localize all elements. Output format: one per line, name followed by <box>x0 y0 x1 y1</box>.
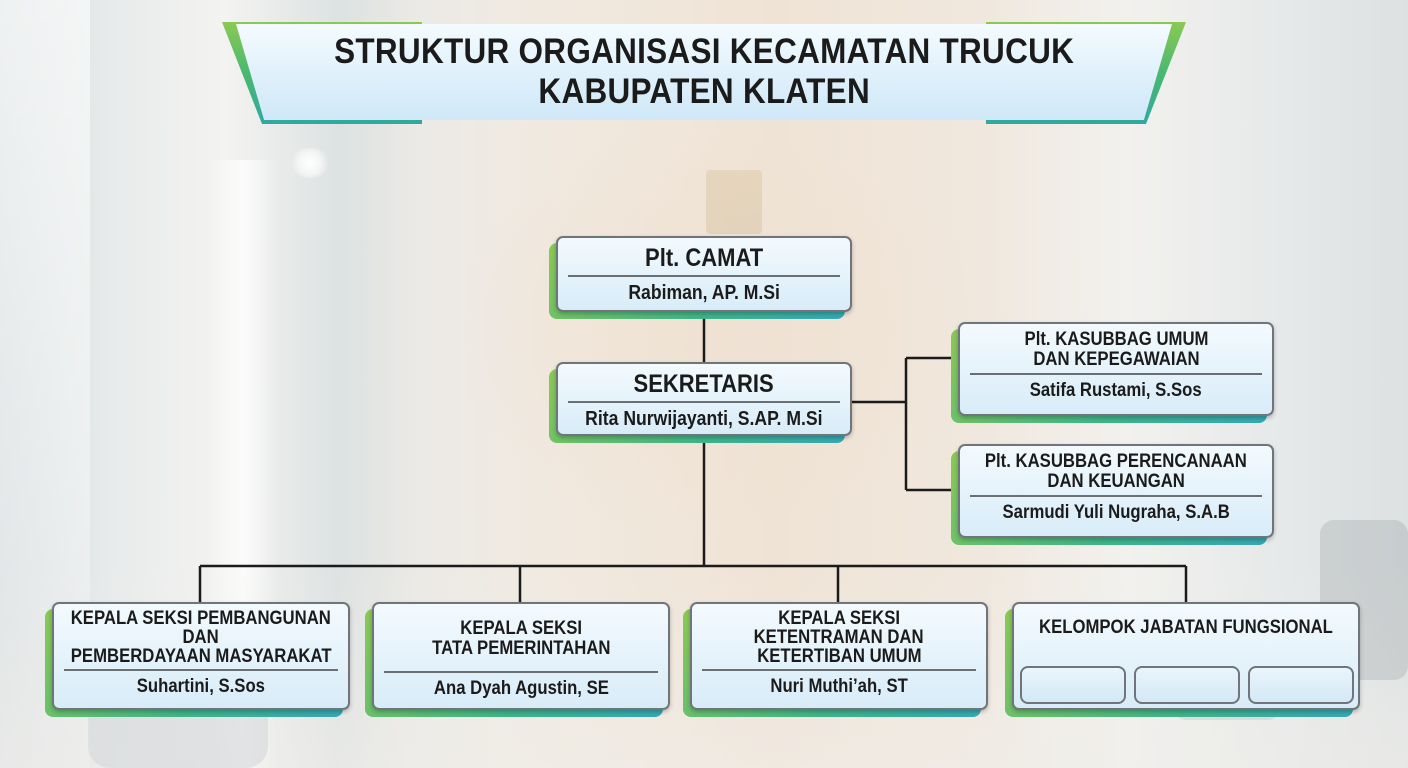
node-name: Nuri Muthi’ah, ST <box>770 675 908 697</box>
node-divider <box>970 373 1262 375</box>
title-line-1: STRUKTUR ORGANISASI KECAMATAN TRUCUK <box>333 32 1075 71</box>
node-seksi-pembangunan: KEPALA SEKSI PEMBANGUNAN DAN PEMBERDAYAA… <box>45 602 350 717</box>
node-role-line-2: DAN KEUANGAN <box>1047 471 1185 492</box>
node-card: Plt. KASUBBAG PERENCANAAN DAN KEUANGAN S… <box>958 444 1274 538</box>
node-card: Plt. KASUBBAG UMUM DAN KEPEGAWAIAN Satif… <box>958 322 1274 416</box>
node-name: Rabiman, AP. M.Si <box>628 281 780 304</box>
node-role-line-1: KEPALA SEKSI <box>460 618 582 639</box>
fungsional-slot-3 <box>1248 666 1354 704</box>
node-name: Rita Nurwijayanti, S.AP. M.Si <box>585 407 823 430</box>
node-role-line-2: KETENTRAMAN DAN <box>754 627 924 648</box>
node-sekretaris: SEKRETARIS Rita Nurwijayanti, S.AP. M.Si <box>549 362 852 443</box>
node-divider <box>568 401 840 403</box>
node-card: KEPALA SEKSI PEMBANGUNAN DAN PEMBERDAYAA… <box>52 602 350 710</box>
node-name: Suhartini, S.Sos <box>136 675 266 697</box>
background-wall-frame <box>706 170 762 234</box>
node-kasubbag-umum: Plt. KASUBBAG UMUM DAN KEPEGAWAIAN Satif… <box>951 322 1274 423</box>
node-role-line-3: KETERTIBAN UMUM <box>756 646 922 667</box>
node-divider <box>64 669 338 671</box>
node-role-line-3: PEMBERDAYAAN MASYARAKAT <box>70 646 332 667</box>
node-divider <box>384 671 658 673</box>
node-role: KELOMPOK JABATAN FUNGSIONAL <box>1039 617 1333 638</box>
node-divider <box>702 669 976 671</box>
title-banner: STRUKTUR ORGANISASI KECAMATAN TRUCUK KAB… <box>222 22 1186 124</box>
node-divider <box>970 495 1262 497</box>
node-seksi-ketentraman: KEPALA SEKSI KETENTRAMAN DAN KETERTIBAN … <box>683 602 988 717</box>
node-seksi-tata-pemerintahan: KEPALA SEKSI TATA PEMERINTAHAN Ana Dyah … <box>365 602 670 717</box>
node-role-line-1: KEPALA SEKSI <box>778 608 900 629</box>
node-divider <box>568 275 840 277</box>
title-line-2: KABUPATEN KLATEN <box>538 72 870 111</box>
node-role: Plt. CAMAT <box>644 244 764 272</box>
node-role: SEKRETARIS <box>633 370 775 398</box>
node-role-line-1: Plt. KASUBBAG PERENCANAAN <box>985 451 1247 472</box>
node-kasubbag-perencanaan: Plt. KASUBBAG PERENCANAAN DAN KEUANGAN S… <box>951 444 1274 545</box>
fungsional-slot-2 <box>1134 666 1240 704</box>
node-role-line-2: TATA PEMERINTAHAN <box>431 638 611 659</box>
node-camat: Plt. CAMAT Rabiman, AP. M.Si <box>549 236 852 319</box>
title-box: STRUKTUR ORGANISASI KECAMATAN TRUCUK KAB… <box>236 24 1172 120</box>
node-name: Ana Dyah Agustin, SE <box>433 677 609 699</box>
node-role-line-2: DAN KEPEGAWAIAN <box>1032 349 1200 370</box>
node-card: KEPALA SEKSI KETENTRAMAN DAN KETERTIBAN … <box>690 602 988 710</box>
node-name: Sarmudi Yuli Nugraha, S.A.B <box>1002 501 1230 523</box>
node-role-line-1: Plt. KASUBBAG UMUM <box>1024 329 1208 350</box>
node-card: Plt. CAMAT Rabiman, AP. M.Si <box>556 236 852 312</box>
node-role-line-2: DAN <box>182 627 220 648</box>
fungsional-slot-1 <box>1020 666 1126 704</box>
node-card: SEKRETARIS Rita Nurwijayanti, S.AP. M.Si <box>556 362 852 436</box>
background-ceiling-light <box>290 148 330 178</box>
node-role-line-1: KEPALA SEKSI PEMBANGUNAN <box>70 608 332 629</box>
node-name: Satifa Rustami, S.Sos <box>1030 379 1202 401</box>
node-card: KEPALA SEKSI TATA PEMERINTAHAN Ana Dyah … <box>372 602 670 710</box>
